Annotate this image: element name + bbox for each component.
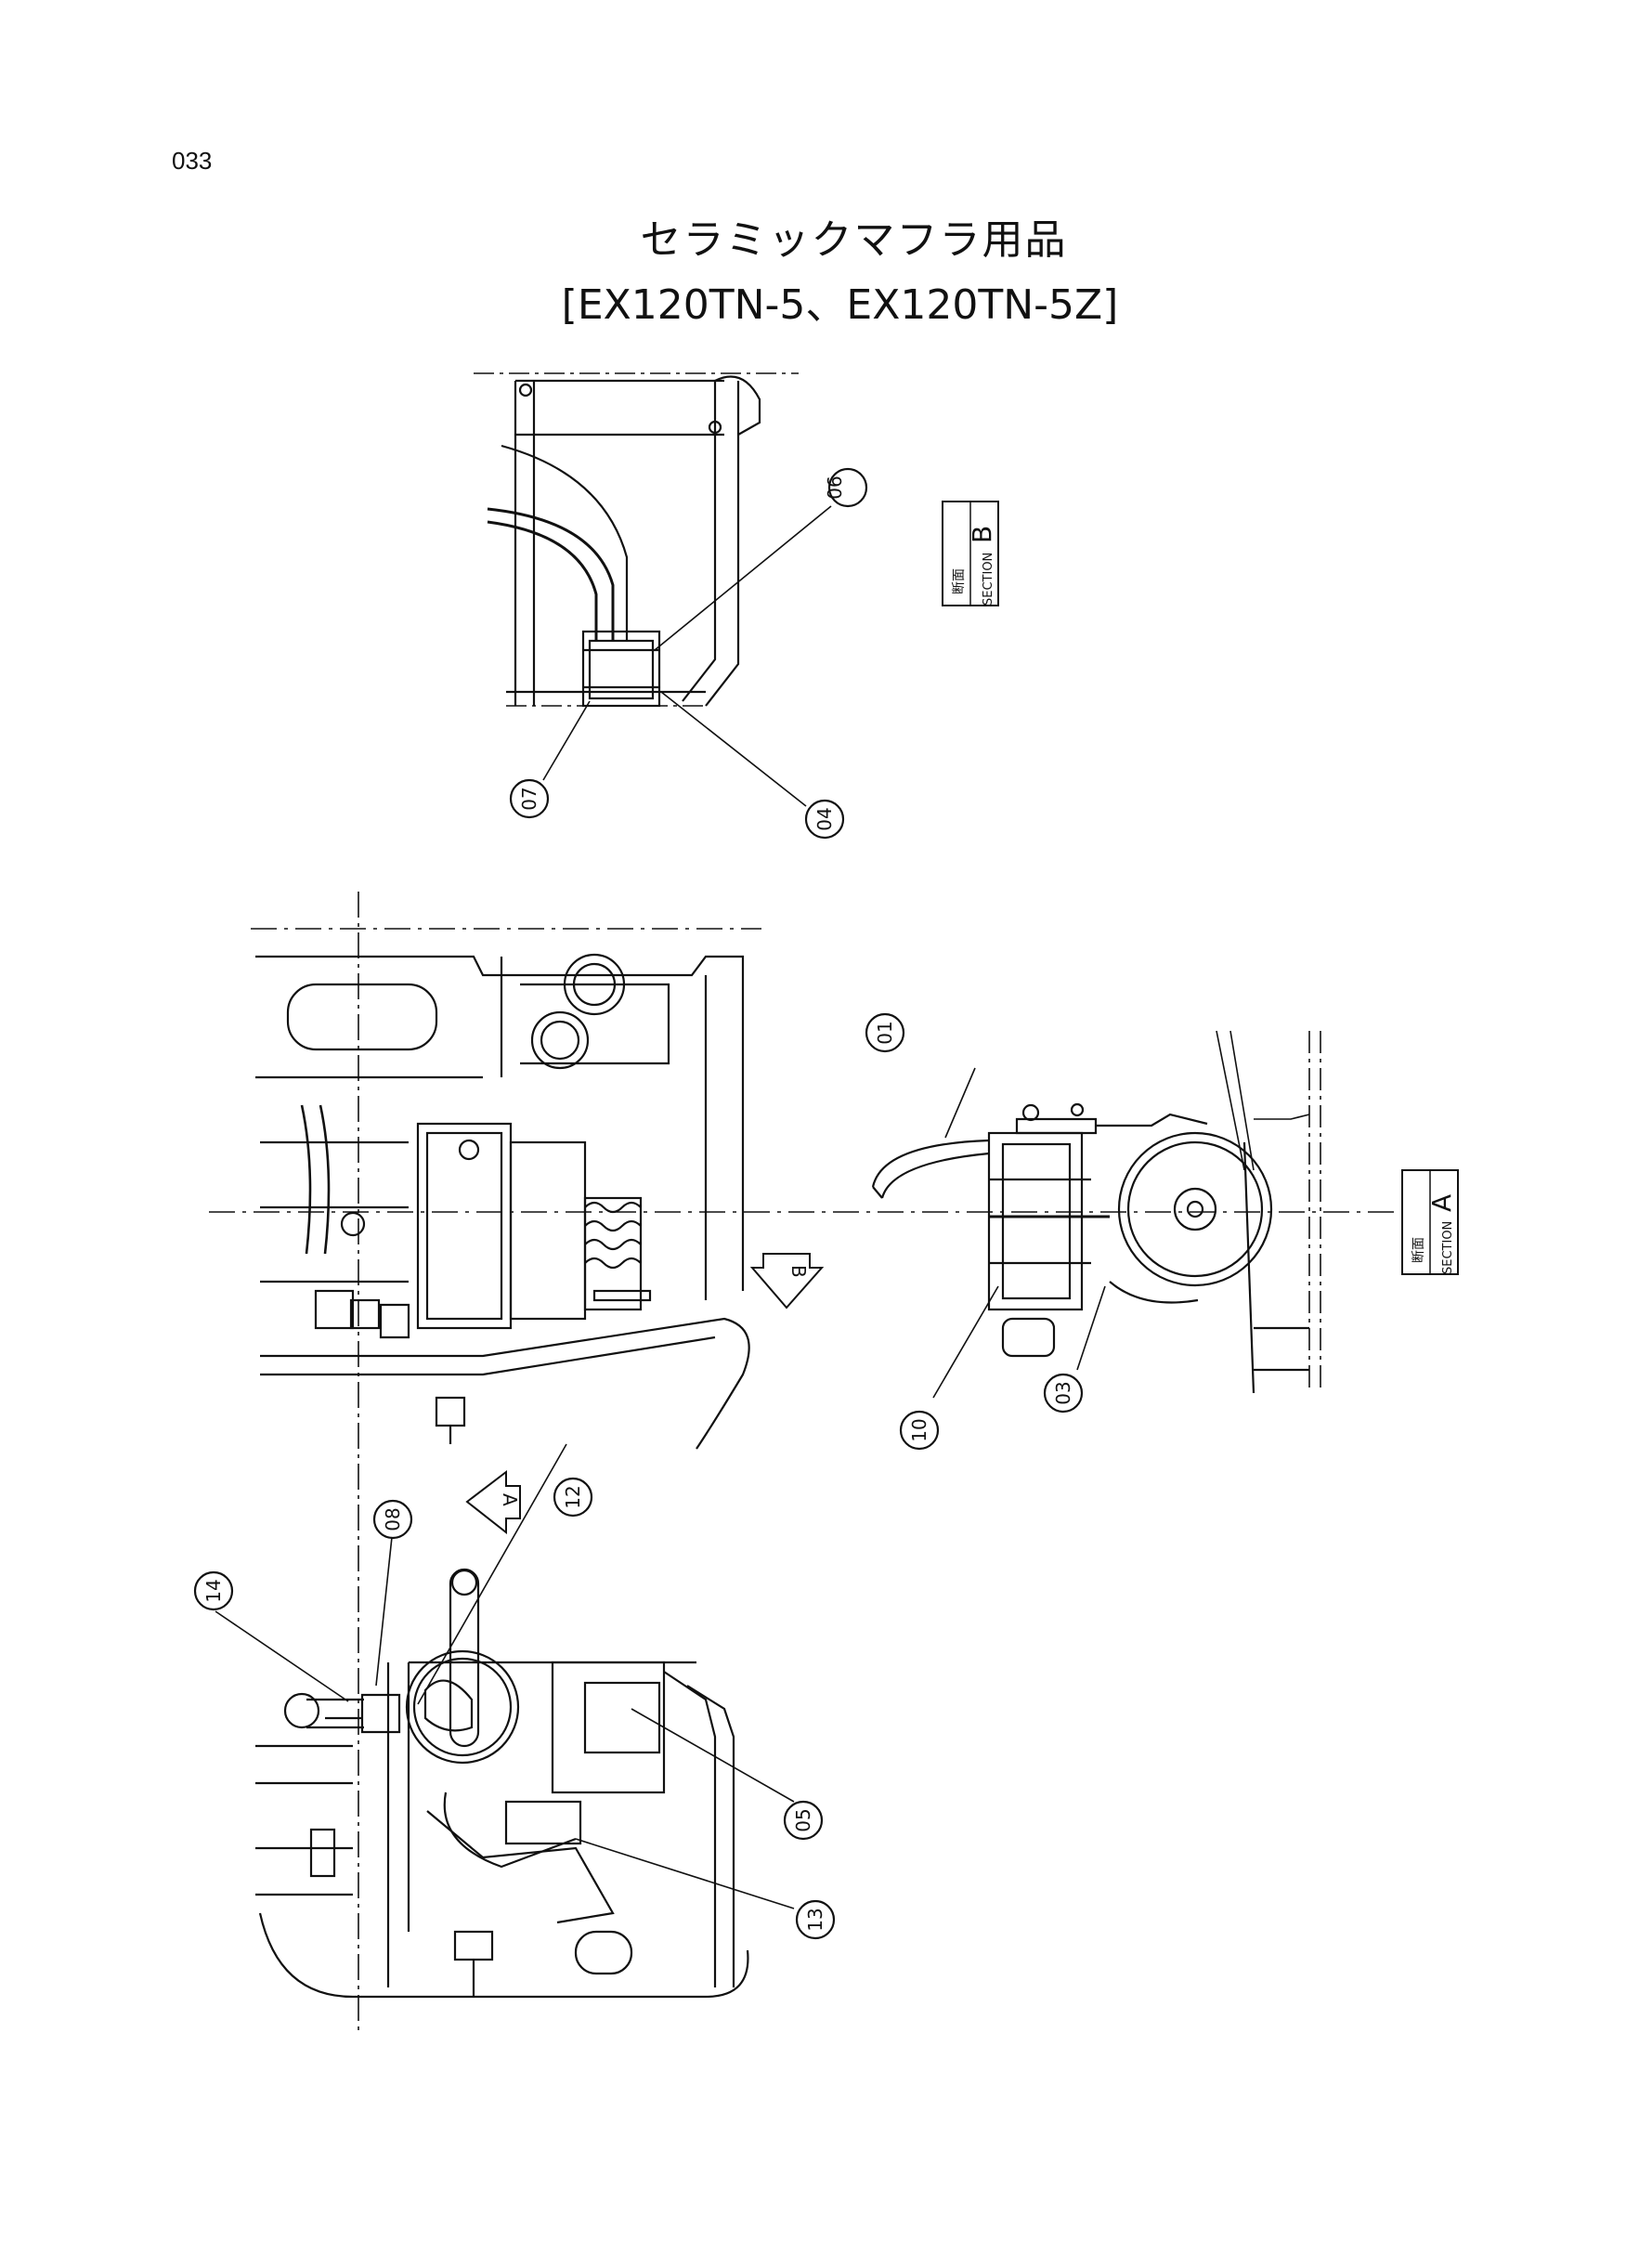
callout-leaders (215, 1067, 1106, 1909)
view-arrow-b-letter: B (787, 1265, 810, 1278)
callout-04-label: 04 (813, 807, 836, 830)
callout-13-label: 13 (804, 1908, 826, 1931)
page-number: 033 (172, 147, 213, 175)
callout-bubble-01: 01 (865, 1012, 905, 1053)
callout-05-label: 05 (792, 1808, 814, 1831)
section-a-jp: 断面 (1411, 1237, 1426, 1263)
callout-bubble-13: 13 (795, 1899, 836, 1940)
callout-bubble-03: 03 (1043, 1373, 1084, 1414)
view-arrow-a: A (465, 1469, 521, 1535)
view-arrow-a-letter: A (499, 1493, 521, 1506)
section-a-view (871, 1030, 1321, 1394)
callout-01-label: 01 (874, 1021, 896, 1044)
section-b-en: SECTION (982, 553, 995, 606)
callout-bubble-08: 08 (372, 1499, 413, 1540)
section-b-letter: B (967, 526, 997, 543)
callout-03-label: 03 (1052, 1381, 1074, 1404)
callout-08-label: 08 (382, 1507, 404, 1531)
callout-bubble-12: 12 (553, 1477, 593, 1518)
callout-bubble-14: 14 (193, 1570, 234, 1611)
model-subtitle: [EX120TN-5、EX120TN-5Z] (561, 281, 1119, 329)
callout-14-label: 14 (202, 1579, 225, 1602)
view-arrow-b: B (749, 1253, 825, 1309)
engine-side-view (209, 892, 1402, 2034)
callout-07-label: 07 (518, 787, 540, 810)
callout-10-label: 10 (908, 1418, 930, 1441)
section-b-jp: 断面 (952, 568, 967, 594)
section-b-view (474, 372, 832, 807)
muffler-top-view (255, 1568, 749, 1999)
section-a-letter: A (1426, 1194, 1457, 1212)
section-b-label: 断面 SECTION B (942, 501, 999, 606)
section-a-en: SECTION (1441, 1221, 1455, 1274)
callout-bubble-04: 04 (804, 799, 845, 840)
callout-bubble-10: 10 (899, 1410, 940, 1451)
callout-12-label: 12 (562, 1485, 584, 1508)
section-a-label: 断面 SECTION A (1401, 1169, 1459, 1275)
callout-bubble-06: 06 (824, 467, 868, 508)
callout-06-label: 06 (824, 476, 846, 499)
callout-bubble-05: 05 (783, 1800, 824, 1841)
page-title: セラミックマフラ用品 (640, 216, 1068, 264)
callout-bubble-07: 07 (509, 778, 550, 819)
